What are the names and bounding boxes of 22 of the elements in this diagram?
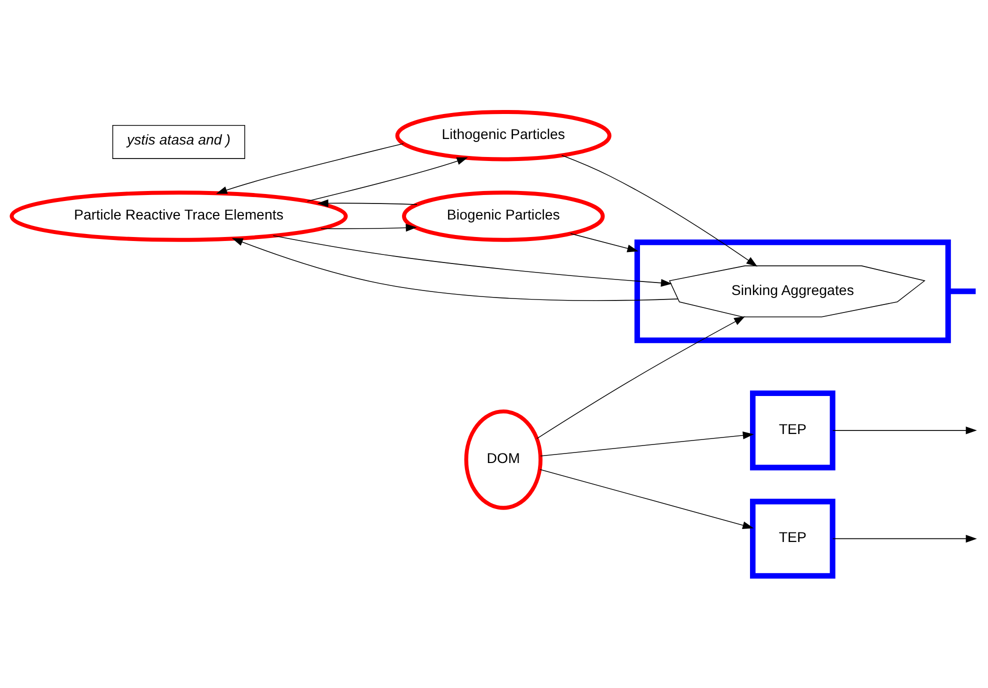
arrow bbox=[540, 432, 754, 456]
cluster bbox=[634, 240, 951, 344]
node-box: ystis atasa and ) bbox=[112, 124, 246, 159]
connector bbox=[948, 288, 976, 294]
arrow bbox=[570, 233, 638, 252]
arrow bbox=[536, 316, 746, 439]
node-ellipse: Particle Reactive Trace Elements bbox=[10, 190, 348, 242]
node-ellipse: Lithogenic Particles bbox=[395, 110, 612, 162]
node-ellipse: Biogenic Particles bbox=[402, 190, 605, 242]
arrow bbox=[317, 199, 418, 208]
node-box: TEP bbox=[750, 498, 836, 579]
arrow bbox=[216, 143, 404, 194]
arrow bbox=[232, 238, 678, 301]
node-box: TEP bbox=[750, 390, 836, 470]
node-ellipse: DOM bbox=[464, 409, 542, 510]
arrow bbox=[832, 534, 977, 543]
arrow bbox=[272, 235, 672, 287]
arrow bbox=[320, 224, 417, 232]
arrow bbox=[561, 154, 758, 267]
arrow bbox=[540, 469, 754, 530]
arrow bbox=[832, 426, 977, 434]
arrow bbox=[306, 157, 468, 202]
